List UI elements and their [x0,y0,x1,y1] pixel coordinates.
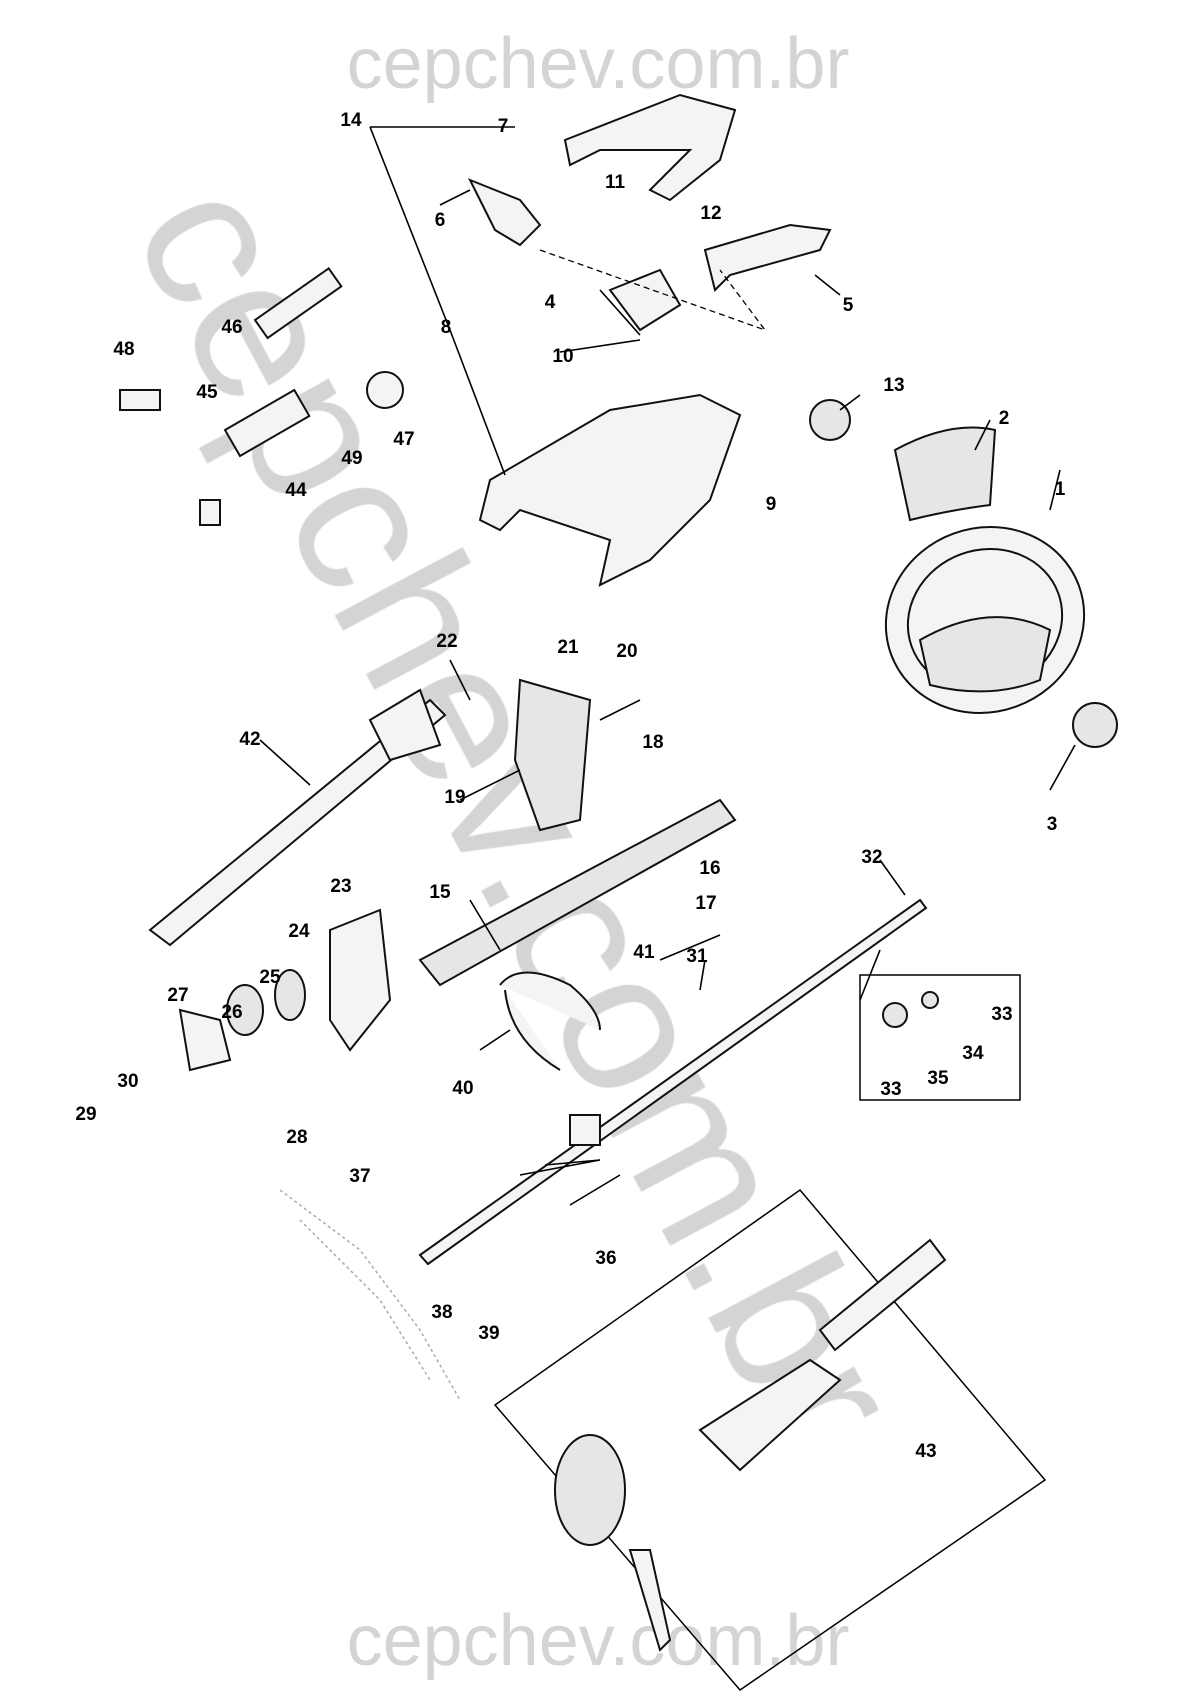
bracket [608,268,682,332]
callout-17: 17 [695,893,716,914]
callout-46: 46 [221,317,242,338]
watermark-bottom: cepchev.com.br [347,1601,850,1681]
callout-45: 45 [196,382,218,403]
callout-18: 18 [642,732,663,753]
callout-29: 29 [75,1104,96,1125]
callout-2: 2 [999,408,1010,429]
callout-32: 32 [861,847,882,868]
column-tube-upper [148,688,447,947]
callout-27: 27 [167,985,188,1006]
lower-shroud [478,393,742,587]
callout-11: 11 [605,172,626,193]
strap [499,971,601,1071]
callout-3: 3 [1047,814,1058,835]
bushing-set [859,974,1021,1101]
callout-5: 5 [843,295,854,316]
callout-37: 37 [349,1166,370,1187]
callout-30: 30 [117,1071,138,1092]
callout-41: 41 [633,942,655,963]
callout-10: 10 [552,346,573,367]
callout-8: 8 [441,317,452,338]
callout-26: 26 [221,1002,242,1023]
callout-13: 13 [883,375,904,396]
callout-28: 28 [286,1127,307,1148]
leader-lines [259,126,1076,1206]
callout-12: 12 [700,203,721,224]
column-jacket [418,798,737,987]
callout-49: 49 [341,448,362,469]
intermediate-shaft [418,898,928,1266]
gears [178,969,306,1072]
callout-33: 33 [880,1079,901,1100]
steering-gear-ghost [279,1189,461,1401]
watermark-top: cepchev.com.br [347,24,850,104]
callout-33: 33 [991,1004,1012,1025]
horn-pad [893,426,997,522]
ignition-switch [223,266,404,458]
callout-19: 19 [444,787,465,808]
callout-48: 48 [113,339,134,360]
callout-15: 15 [429,882,451,903]
callout-23: 23 [330,876,351,897]
callout-7: 7 [498,116,509,137]
callout-34: 34 [962,1043,984,1064]
callout-14: 14 [340,110,362,131]
wiper-switch [703,223,832,292]
kit-43 [493,1188,1047,1691]
turn-signal-switch [467,178,542,247]
upper-shroud [563,93,737,202]
callout-22: 22 [436,631,457,652]
callout-6: 6 [435,210,446,231]
callout-24: 24 [288,921,310,942]
hub [1072,702,1118,748]
callout-44: 44 [285,480,307,501]
callout-1: 1 [1055,479,1066,500]
lock-cylinder [119,389,221,526]
callout-9: 9 [766,494,777,515]
steering-wheel [884,526,1086,714]
callout-31: 31 [686,946,708,967]
callout-20: 20 [616,641,637,662]
callout-25: 25 [259,967,281,988]
callout-38: 38 [431,1302,452,1323]
callout-21: 21 [557,637,579,658]
callout-36: 36 [595,1248,616,1269]
callout-40: 40 [452,1078,473,1099]
callout-16: 16 [699,858,720,879]
callout-35: 35 [927,1068,949,1089]
callout-43: 43 [915,1441,936,1462]
callout-47: 47 [393,429,414,450]
support-plate [513,678,592,832]
callout-42: 42 [239,729,260,750]
callout-4: 4 [545,292,556,313]
callout-39: 39 [478,1323,499,1344]
column-bracket [329,908,392,1052]
